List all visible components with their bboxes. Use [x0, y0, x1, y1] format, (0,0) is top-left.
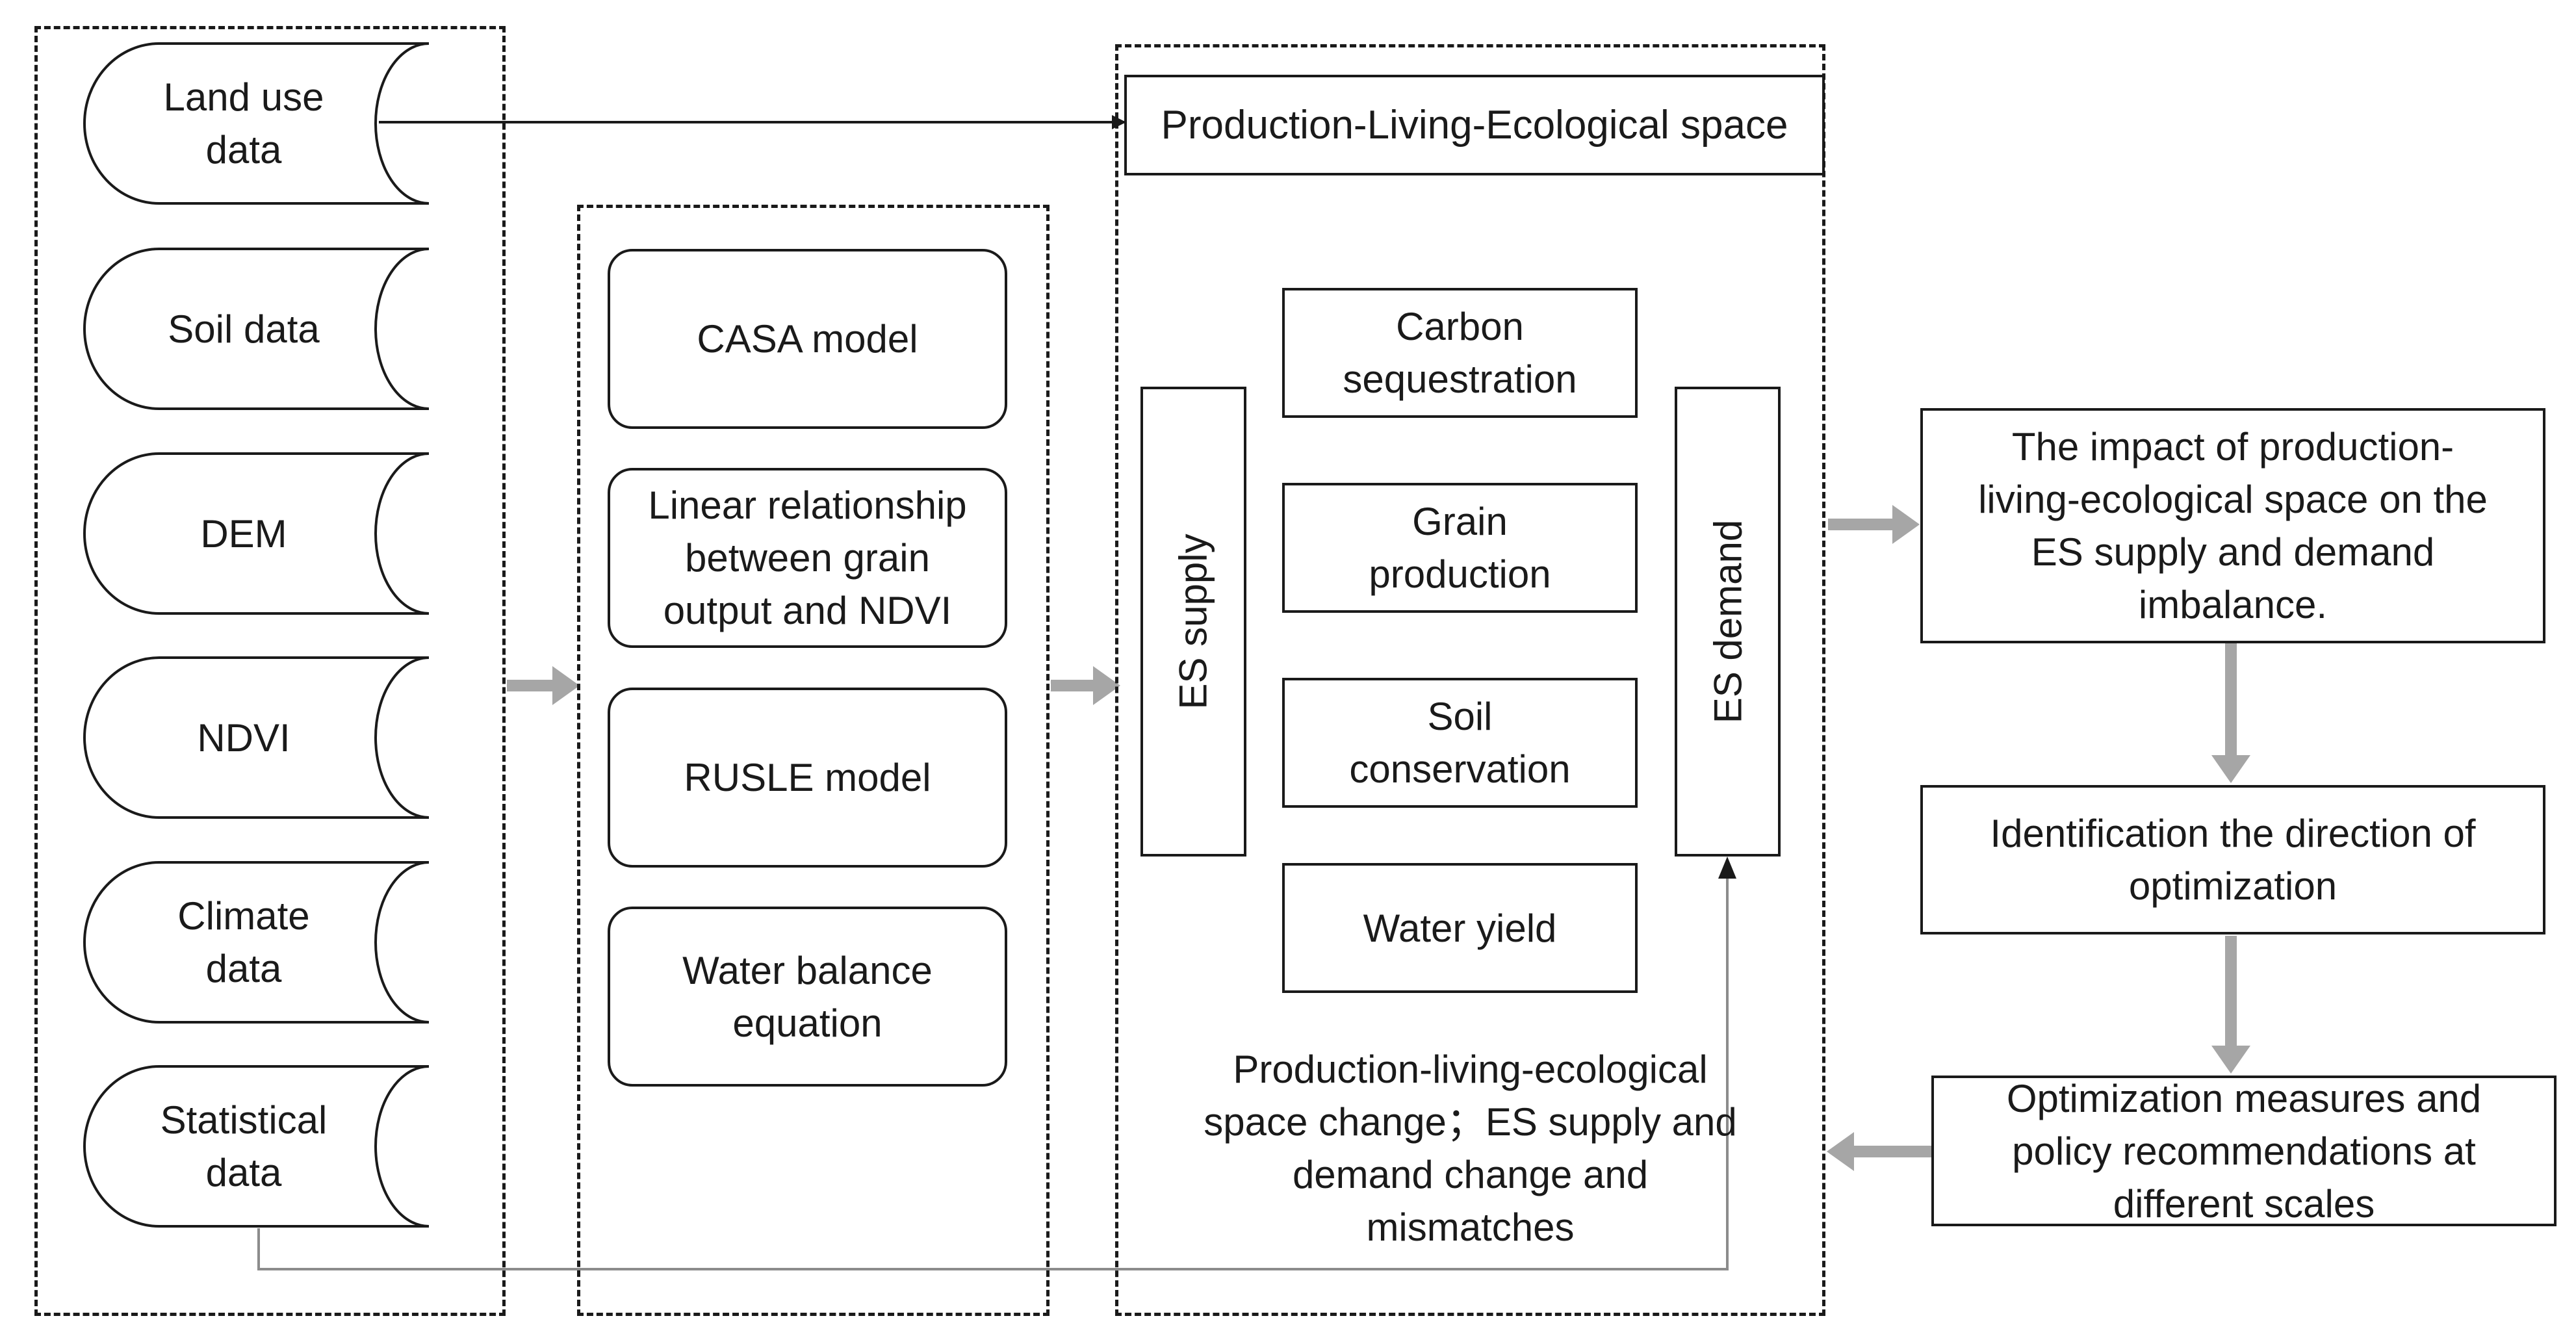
measures-to-core-arrow [1827, 1132, 1931, 1171]
data-source-label: Soil data [168, 307, 320, 351]
optimization-direction-label: Identification the direction of optimiza… [1990, 812, 2476, 908]
change-description: Production-living-ecological space chang… [1204, 1048, 1737, 1249]
statistical-to-demand-connector [257, 868, 1729, 1270]
service-water-yield: Water yield [1282, 863, 1638, 993]
service-label: Grain production [1369, 500, 1551, 596]
service-soil-conservation: Soil conservation [1282, 678, 1638, 808]
model-grain-ndvi: Linear relationship between grain output… [608, 468, 1007, 648]
impact-box: The impact of production- living-ecologi… [1920, 408, 2545, 643]
data-source-land-use: Land use data [84, 44, 429, 203]
model-casa: CASA model [608, 249, 1007, 429]
drum-shape [83, 1065, 430, 1228]
data-source-label: NDVI [197, 715, 290, 760]
es-supply-label: ES supply [1172, 534, 1215, 710]
optimization-measures-label: Optimization measures and policy recomme… [2006, 1076, 2482, 1226]
core-to-impact-arrow [1828, 505, 1920, 544]
es-demand-label: ES demand [1706, 519, 1750, 724]
service-label: Carbon sequestration [1343, 305, 1577, 401]
drum-shape [83, 248, 430, 410]
drum-shape [83, 861, 430, 1024]
es-demand-box: ES demand [1675, 387, 1781, 857]
pls-space-title: Production-Living-Ecological space [1161, 102, 1788, 148]
optimization-measures-box: Optimization measures and policy recomme… [1931, 1076, 2557, 1226]
data-source-label: Land use data [163, 75, 324, 172]
service-label: Soil conservation [1349, 695, 1571, 791]
es-supply-box: ES supply [1140, 387, 1246, 857]
models-to-supply-arrow [1051, 666, 1120, 705]
direction-to-measures-arrow [2211, 936, 2250, 1074]
model-label: RUSLE model [684, 756, 931, 799]
data-source-climate: Climate data [84, 862, 429, 1022]
pls-space-box: Production-Living-Ecological space [1124, 75, 1825, 175]
drum-shape [83, 656, 430, 819]
data-source-label: DEM [200, 511, 287, 556]
model-label: Linear relationship between grain output… [648, 483, 967, 632]
impact-label: The impact of production- living-ecologi… [1978, 425, 2488, 626]
model-label: Water balance equation [682, 948, 933, 1045]
data-source-ndvi: NDVI [84, 658, 429, 818]
data-source-soil: Soil data [84, 249, 429, 409]
drum-shape [83, 452, 430, 615]
service-grain-production: Grain production [1282, 483, 1638, 613]
data-to-models-arrow [507, 666, 580, 705]
model-label: CASA model [697, 317, 918, 361]
model-rusle: RUSLE model [608, 688, 1007, 868]
data-source-shapes [83, 42, 430, 1228]
models-group [577, 205, 1050, 1316]
core-analysis-group [1115, 44, 1825, 1316]
data-source-dem: DEM [84, 454, 429, 613]
impact-to-direction-arrow [2211, 643, 2250, 783]
data-source-label: Climate data [177, 894, 310, 990]
statistical-to-demand-arrowhead [1718, 857, 1736, 879]
service-carbon-sequestration: Carbon sequestration [1282, 288, 1638, 418]
service-label: Water yield [1363, 906, 1557, 950]
data-source-statistical: Statistical data [84, 1066, 429, 1226]
data-sources-group [34, 26, 506, 1316]
optimization-direction-box: Identification the direction of optimiza… [1920, 785, 2545, 934]
data-source-label: Statistical data [160, 1098, 328, 1194]
model-water-balance: Water balance equation [608, 907, 1007, 1087]
drum-shape [83, 42, 430, 205]
